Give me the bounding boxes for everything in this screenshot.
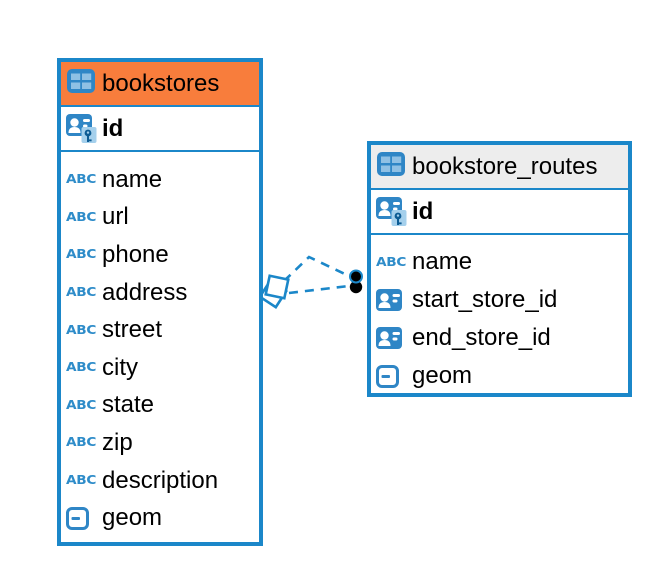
column-row[interactable]: ABC state [61, 387, 259, 425]
column-row[interactable]: geom [371, 357, 628, 393]
column-row-id[interactable]: id [371, 190, 628, 235]
column-row[interactable]: start_store_id [371, 281, 628, 319]
column-row[interactable]: ABC name [61, 161, 259, 199]
text-type-icon: ABC [66, 360, 97, 375]
column-name: address [102, 278, 188, 306]
column-name: geom [102, 504, 163, 532]
reference-key-icon [376, 327, 408, 349]
column-list: ABC name start_store_id [371, 235, 628, 393]
column-name: phone [102, 240, 169, 268]
column-name: id [102, 114, 124, 142]
text-type-icon: ABC [66, 172, 97, 187]
primary-key-icon [66, 113, 98, 144]
column-row[interactable]: geom [61, 499, 259, 537]
column-row[interactable]: ABC address [61, 274, 259, 312]
text-type-icon: ABC [66, 473, 97, 488]
table-bookstores-header[interactable]: bookstores [61, 62, 259, 107]
many-side-diamond-marker[interactable] [258, 274, 290, 309]
column-row[interactable]: ABC street [61, 311, 259, 349]
text-type-icon: ABC [66, 323, 97, 338]
column-row[interactable]: ABC description [61, 462, 259, 500]
table-title: bookstores [102, 69, 220, 97]
relationship-line[interactable] [283, 255, 350, 282]
one-side-dot-marker[interactable] [349, 269, 363, 294]
text-type-icon: ABC [66, 435, 97, 451]
column-row[interactable]: ABC zip [61, 424, 259, 462]
table-bookstore-routes[interactable]: bookstore_routes id [367, 141, 632, 397]
table-bookstore-routes-header[interactable]: bookstore_routes [371, 145, 628, 190]
column-name: state [102, 391, 155, 419]
text-type-icon: ABC [66, 210, 97, 225]
reference-key-icon [376, 289, 408, 311]
column-row[interactable]: end_store_id [371, 319, 628, 357]
column-name: city [102, 353, 138, 381]
primary-key-icon [376, 196, 408, 227]
column-row[interactable]: ABC name [371, 243, 628, 281]
column-row-id[interactable]: id [61, 107, 259, 152]
column-name: url [102, 203, 129, 231]
column-name: description [102, 466, 219, 494]
relationship-line[interactable] [288, 284, 350, 295]
geometry-type-icon [376, 364, 408, 388]
column-name: start_store_id [412, 286, 558, 313]
column-row[interactable]: ABC url [61, 199, 259, 237]
table-title: bookstore_routes [412, 152, 598, 180]
table-icon [67, 69, 95, 98]
column-list: ABC name ABC url ABC phone ABC address A… [61, 152, 259, 542]
geometry-type-icon [66, 506, 98, 530]
text-type-icon: ABC [66, 285, 97, 300]
column-name: zip [102, 428, 133, 456]
column-name: id [412, 197, 434, 225]
column-name: name [412, 248, 473, 275]
column-name: end_store_id [412, 324, 551, 351]
column-name: geom [412, 362, 473, 389]
table-bookstores[interactable]: bookstores id A [57, 58, 263, 546]
text-type-icon: ABC [66, 398, 97, 413]
column-row[interactable]: ABC phone [61, 236, 259, 274]
text-type-icon: ABC [376, 254, 407, 270]
text-type-icon: ABC [66, 247, 97, 263]
column-name: street [102, 316, 163, 344]
table-icon [377, 152, 405, 181]
column-row[interactable]: ABC city [61, 349, 259, 387]
column-name: name [102, 165, 163, 193]
